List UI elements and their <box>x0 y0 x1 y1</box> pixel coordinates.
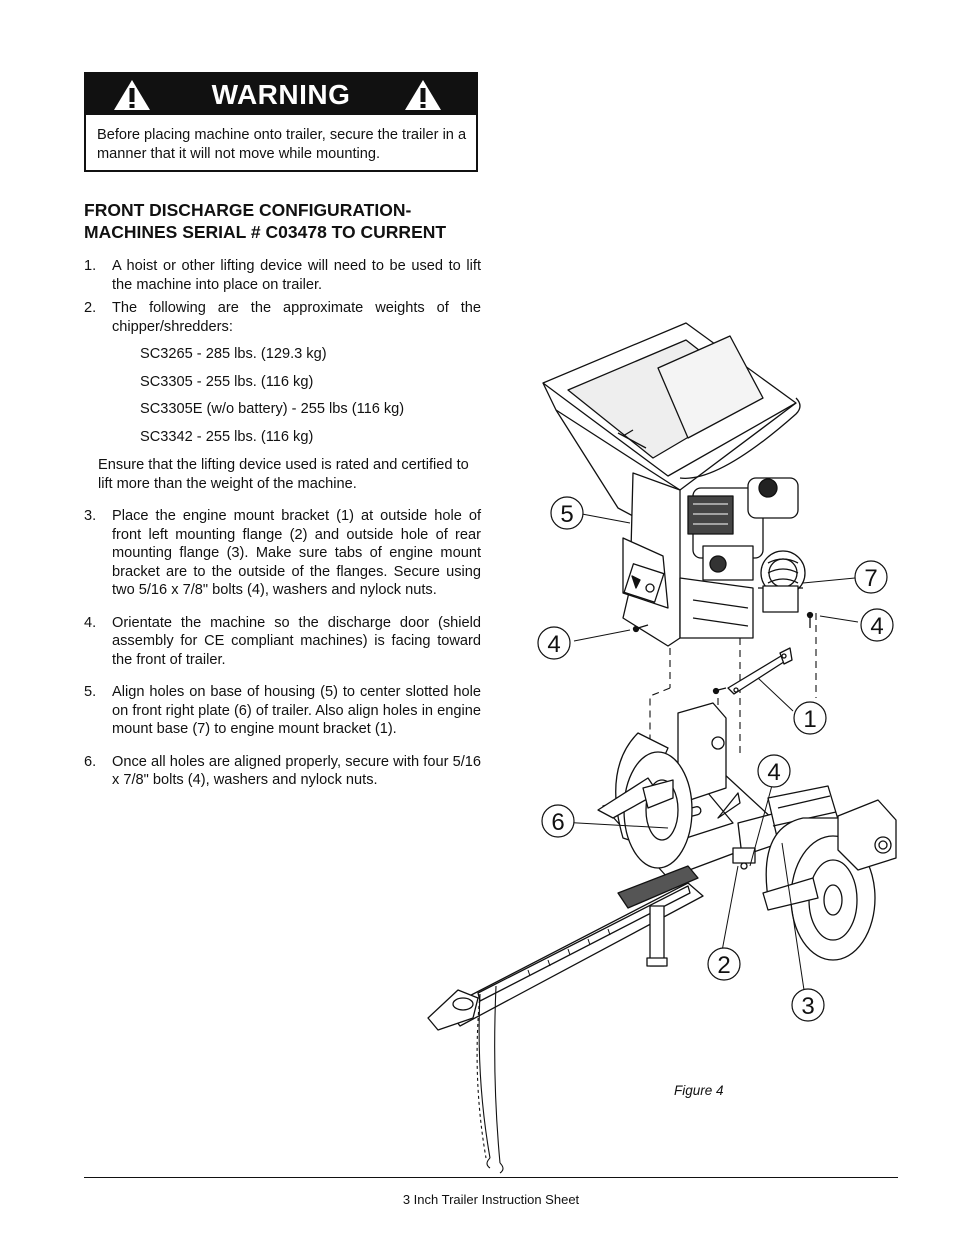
callout-label: 7 <box>864 565 877 592</box>
warning-text: Before placing machine onto trailer, sec… <box>97 127 467 162</box>
step-text: A hoist or other lifting device will nee… <box>112 258 481 293</box>
warning-triangle-icon <box>405 80 441 110</box>
callout-circle-3 <box>791 988 825 1022</box>
heading-line: MACHINES SERIAL # C03478 TO CURRENT <box>84 222 447 242</box>
left-wheel-drawing <box>597 732 693 869</box>
weight-list: SC3265 - 285 lbs. (129.3 kg) SC3305 - 25… <box>84 345 481 455</box>
warning-header: WARNING <box>86 74 476 115</box>
list-item: 5. Align holes on base of housing (5) to… <box>84 683 481 739</box>
trailer-tongue-drawing <box>427 865 704 1031</box>
hopper-drawing <box>542 322 801 525</box>
weight-item: SC3305 - 255 lbs. (116 kg) <box>140 373 314 390</box>
warning-title: WARNING <box>211 79 351 110</box>
step-number: 6. <box>84 753 97 770</box>
callout-label: 1 <box>803 706 816 733</box>
callout-leaders <box>559 513 859 991</box>
right-wheel-drawing <box>762 799 897 961</box>
safety-chain-drawing <box>476 985 504 1174</box>
callout-circle-5 <box>550 496 584 530</box>
step-number: 3. <box>84 508 97 524</box>
section-heading: FRONT DISCHARGE CONFIGURATION- MACHINES … <box>84 199 484 243</box>
callout-circle-4b <box>537 626 571 660</box>
step-text: Orientate the machine so the discharge d… <box>112 614 481 668</box>
list-item: 6. Once all holes are aligned properly, … <box>84 753 481 790</box>
callout-label: 2 <box>717 952 730 979</box>
step-number: 4. <box>84 614 97 631</box>
step-text: Place the engine mount bracket (1) at ou… <box>112 508 481 598</box>
list-item: 4. Orientate the machine so the discharg… <box>84 614 481 670</box>
page-footer: 3 Inch Trailer Instruction Sheet <box>402 1192 580 1207</box>
callout-circle-4a <box>860 608 894 642</box>
heading-line: FRONT DISCHARGE CONFIGURATION- <box>84 200 412 220</box>
callout-label: 4 <box>547 631 560 658</box>
callout-label: 4 <box>870 613 883 640</box>
step-text: Align holes on base of housing (5) to ce… <box>112 684 481 737</box>
callout-label: 4 <box>767 759 780 786</box>
list-item: 1. A hoist or other lifting device will … <box>84 257 481 294</box>
callout-circle-4c <box>757 754 791 788</box>
lifting-note: Ensure that the lifting device used is r… <box>98 457 469 492</box>
callout-circle-7 <box>854 560 888 594</box>
figure-4-illustration: 5 7 4 4 1 4 6 2 3 <box>418 318 918 1178</box>
step-text: Once all holes are aligned properly, sec… <box>112 753 481 789</box>
footer-divider <box>84 1177 898 1178</box>
callout-label: 3 <box>801 993 814 1020</box>
callout-circle-2 <box>707 947 741 981</box>
instruction-list: 1. A hoist or other lifting device will … <box>84 257 481 790</box>
callout-circle-6 <box>541 804 575 838</box>
list-item: 3. Place the engine mount bracket (1) at… <box>84 507 481 600</box>
callout-circle-1 <box>793 701 827 735</box>
mount-bracket-drawing <box>712 647 793 695</box>
housing-drawing <box>622 472 754 647</box>
weight-item: SC3342 - 255 lbs. (116 kg) <box>140 428 314 445</box>
step-number: 1. <box>84 258 97 274</box>
weight-item: SC3265 - 285 lbs. (129.3 kg) <box>140 346 327 362</box>
warning-box: WARNING Before placing machine onto trai… <box>84 72 478 172</box>
step-number: 5. <box>84 684 97 700</box>
callout-label: 5 <box>560 501 573 528</box>
callout-label: 6 <box>551 809 564 836</box>
engine-drawing <box>687 477 806 613</box>
step-text: The following are the approximate weight… <box>112 300 481 335</box>
step-number: 2. <box>84 300 97 316</box>
figure-caption: Figure 4 <box>674 1083 724 1098</box>
weight-item: SC3305E (w/o battery) - 255 lbs (116 kg) <box>140 401 405 417</box>
warning-triangle-icon <box>114 80 150 110</box>
chipper-trailer-drawing: 5 7 4 4 1 4 6 2 3 <box>427 322 897 1174</box>
list-item: 2. The following are the approximate wei… <box>84 299 481 336</box>
